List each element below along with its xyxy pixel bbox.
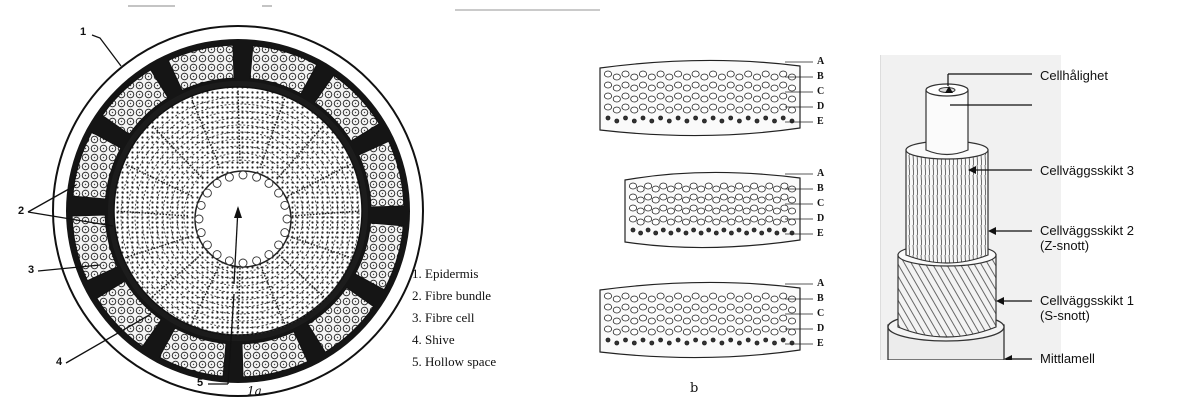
tissue-sections-diagram — [595, 50, 820, 380]
label-lumen: Cellhålighet — [1040, 68, 1108, 83]
label-middle-lamella: Mittlamell — [1040, 351, 1095, 366]
section-2-layer-b: B — [817, 183, 824, 194]
tissue-section-3 — [600, 282, 800, 357]
callout-number-2: 2 — [18, 205, 24, 217]
cell-wall-layer-3 — [926, 90, 968, 155]
section-1-layer-e: E — [817, 116, 824, 127]
section-1-layer-d: D — [817, 101, 824, 112]
label-cell-wall-2: Cellväggsskikt 2(Z-snott) — [1040, 223, 1134, 253]
section-2-layer-a: A — [817, 168, 824, 179]
callout-number-4: 4 — [56, 356, 62, 368]
figure-caption-b: b — [690, 381, 698, 396]
lumen-leader — [946, 72, 1036, 92]
legend-item-shive: 4. Shive — [412, 329, 496, 351]
section-3-layer-b: B — [817, 293, 824, 304]
tissue-section-1 — [600, 60, 800, 135]
section-2-layer-c: C — [817, 198, 824, 209]
section-2-layer-d: D — [817, 213, 824, 224]
tissue-section-2 — [625, 172, 800, 247]
figure-caption-1a: 1a. — [247, 384, 266, 398]
label-cell-wall-3: Cellväggsskikt 3 — [1040, 163, 1134, 178]
label-cell-wall-1: Cellväggsskikt 1(S-snott) — [1040, 293, 1134, 323]
legend-item-fibre-bundle: 2. Fibre bundle — [412, 285, 496, 307]
cell-wall-layer-1 — [898, 255, 996, 337]
callout-number-3: 3 — [28, 264, 34, 276]
section-3-layer-c: C — [817, 308, 824, 319]
legend-item-fibre-cell: 3. Fibre cell — [412, 307, 496, 329]
legend: 1. Epidermis 2. Fibre bundle 3. Fibre ce… — [412, 263, 496, 373]
legend-item-epidermis: 1. Epidermis — [412, 263, 496, 285]
callout-number-1: 1 — [80, 26, 86, 38]
cell-wall-layers-diagram — [880, 55, 1060, 360]
legend-item-hollow-space: 5. Hollow space — [412, 351, 496, 373]
hollow-space — [195, 171, 291, 267]
section-3-layer-a: A — [817, 278, 824, 289]
section-3-layer-e: E — [817, 338, 824, 349]
section-1-layer-a: A — [817, 56, 824, 67]
section-1-layer-b: B — [817, 71, 824, 82]
section-2-layer-e: E — [817, 228, 824, 239]
callout-number-5: 5 — [197, 377, 203, 389]
section-3-layer-d: D — [817, 323, 824, 334]
stem-cross-section-diagram — [0, 0, 600, 401]
section-1-layer-c: C — [817, 86, 824, 97]
